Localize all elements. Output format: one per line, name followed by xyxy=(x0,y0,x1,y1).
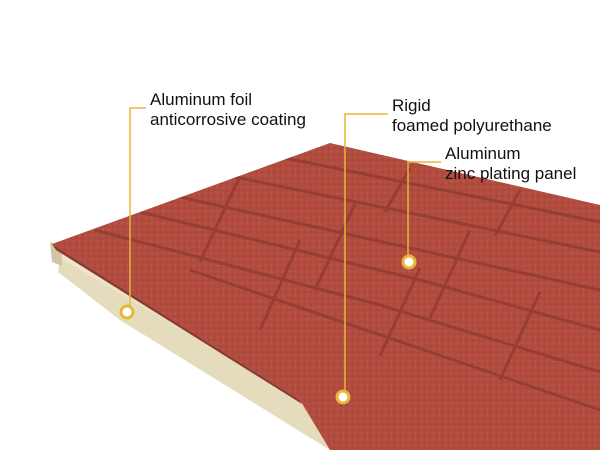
leader-foil xyxy=(129,107,146,308)
leader-zinc xyxy=(407,161,441,258)
callout-foil: Aluminum foil anticorrosive coating xyxy=(150,90,306,130)
brick-pattern xyxy=(94,156,600,412)
markers xyxy=(119,254,417,405)
callout-zinc-line1: Aluminum xyxy=(445,144,521,163)
callout-polyurethane: Rigid foamed polyurethane xyxy=(392,96,552,136)
marker-polyurethane xyxy=(335,389,351,405)
callout-polyurethane-line1: Rigid xyxy=(392,96,431,115)
zinc-plating-face xyxy=(52,143,600,450)
callout-zinc: Aluminum zinc plating panel xyxy=(445,144,576,184)
leader-lines xyxy=(129,107,441,395)
foil-coating-lip xyxy=(52,244,302,404)
callout-foil-line2: anticorrosive coating xyxy=(150,110,306,129)
callout-polyurethane-line2: foamed polyurethane xyxy=(392,116,552,135)
callout-zinc-line2: zinc plating panel xyxy=(445,164,577,183)
marker-zinc xyxy=(401,254,417,270)
callout-foil-line1: Aluminum foil xyxy=(150,90,253,109)
marker-foil xyxy=(119,304,135,320)
leader-polyurethane xyxy=(344,113,388,395)
